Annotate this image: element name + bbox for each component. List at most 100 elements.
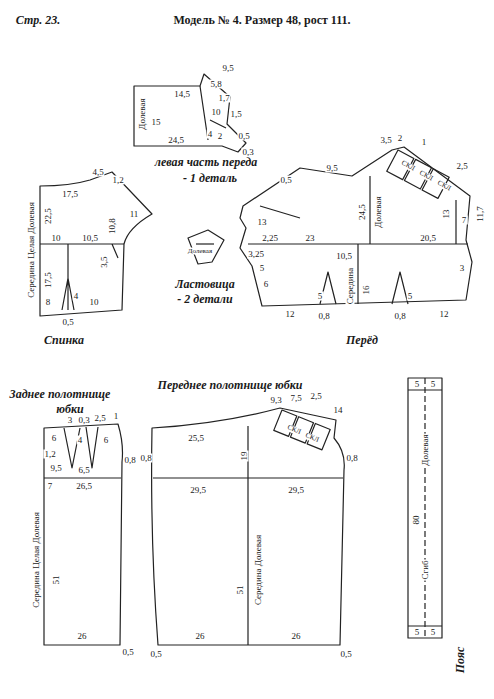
dimension-label: 0,5: [121, 648, 134, 657]
dimension-label: 17,5: [44, 271, 53, 289]
piece-name: Стр. 23.: [15, 14, 62, 26]
dimension-label: 12: [285, 310, 296, 319]
dimension-label: 5,8: [209, 80, 222, 89]
dimension-label: Долевая: [187, 248, 213, 255]
dimension-label: 7: [461, 216, 468, 225]
dimension-label: 6: [263, 280, 270, 289]
dimension-label: Долевая: [374, 195, 383, 228]
dimension-label: 6: [51, 434, 58, 443]
dimension-label: Середина Целая Долевая: [32, 511, 41, 609]
dimension-label: Долевая: [421, 433, 430, 466]
dimension-label: 3,25: [247, 250, 265, 259]
dimension-label: 0,5: [339, 650, 352, 659]
dimension-label: 8: [45, 298, 52, 307]
dimension-label: 12: [439, 310, 450, 319]
dimension-label: 26: [77, 632, 88, 641]
dimension-label: 0,8: [139, 454, 152, 463]
dimension-label: 0,5: [237, 132, 250, 141]
piece-name: юбки: [55, 403, 84, 415]
dimension-label: 2,25: [261, 234, 279, 243]
piece-name: Ластовица: [174, 278, 235, 290]
dimension-label: 26: [291, 632, 302, 641]
dimension-label: 9,3: [269, 396, 282, 405]
dimension-label: 29,5: [189, 486, 207, 495]
dimension-label: 5: [407, 292, 414, 301]
dimension-label: 5: [430, 628, 437, 637]
dimension-label: 0,3: [77, 416, 90, 425]
dimension-label: 6: [103, 436, 110, 445]
dimension-label: 10: [51, 234, 62, 243]
piece-name: Спинка: [43, 334, 85, 346]
dimension-label: Середина Целая Долевая: [27, 201, 36, 299]
dimension-label: 1,2: [43, 450, 56, 459]
dimension-label: 2,5: [309, 392, 322, 401]
dimension-label: 0,5: [279, 176, 292, 185]
dimension-label: 23: [305, 234, 316, 243]
dimension-label: 13: [257, 218, 268, 227]
dimension-label: 9,5: [221, 64, 234, 73]
dimension-label: 2: [217, 132, 224, 141]
dimension-label: 0,5: [61, 318, 74, 327]
dimension-label: 6,5: [77, 466, 90, 475]
dimension-label: 10: [89, 298, 100, 307]
dimension-label: Середина Долевая: [254, 534, 263, 606]
dimension-label: 1: [421, 138, 428, 147]
piece-name: Заднее полотнище: [9, 388, 112, 400]
dimension-label: 14,5: [173, 90, 191, 99]
dimension-label: 10: [211, 108, 222, 117]
dimension-label: 13: [442, 209, 451, 220]
dimension-label: 5: [259, 264, 266, 273]
dimension-label: 7: [47, 482, 54, 491]
dimension-label: 29,5: [287, 486, 305, 495]
dimension-label: 11,7: [476, 205, 485, 222]
dimension-label: 0,8: [393, 312, 406, 321]
dimension-label: 26: [195, 632, 206, 641]
dimension-label: 51: [52, 575, 61, 586]
dimension-label: 10,5: [81, 234, 99, 243]
dimension-label: 3,5: [100, 255, 109, 268]
piece-name: - 2 детали: [176, 293, 233, 305]
dimension-label: 11: [129, 210, 140, 219]
dimension-label: Сгиб: [421, 559, 430, 580]
dimension-label: 10,5: [335, 252, 353, 261]
dimension-label: 10,8: [108, 217, 117, 235]
dimension-label: 14: [333, 406, 344, 415]
dimension-label: Середина: [346, 267, 355, 306]
dimension-label: 5: [414, 380, 421, 389]
piece-name: Переднее полотнище юбки: [157, 379, 304, 391]
dimension-label: 5: [317, 292, 324, 301]
dimension-label: 19: [240, 451, 249, 462]
piece-name: Пояс: [454, 646, 466, 675]
dimension-label: 5: [430, 380, 437, 389]
dimension-label: 2,5: [93, 414, 106, 423]
dimension-label: 1,2: [111, 176, 124, 185]
dimension-label: 15: [151, 118, 162, 127]
dimension-label: 2: [397, 134, 404, 143]
dimension-label: 4: [73, 292, 80, 301]
dimension-label: 4: [207, 130, 214, 139]
dimension-label: 4,5: [91, 168, 104, 177]
dimension-label: 0,8: [317, 312, 330, 321]
dimension-label: 51: [236, 585, 245, 596]
dimension-label: 25,5: [187, 434, 205, 443]
dimension-label: 0,5: [149, 650, 162, 659]
dimension-label: Долевая: [138, 97, 147, 130]
dimension-label: 3,5: [379, 136, 392, 145]
dimension-label: 0,8: [345, 454, 358, 463]
dimension-label: 9,5: [325, 164, 338, 173]
dimension-label: 17,5: [61, 190, 79, 199]
dimension-label: 3: [459, 264, 466, 273]
page-title: Модель № 4. Размер 48, рост 111.: [172, 14, 351, 26]
dimension-label: 24,5: [167, 136, 185, 145]
dimension-label: 7,5: [289, 394, 302, 403]
dimension-label: 5: [414, 628, 421, 637]
piece-name: Перёд: [345, 334, 379, 346]
dimension-label: 16: [362, 285, 371, 296]
dimension-label: 20,5: [419, 234, 437, 243]
dimension-label: 0,8: [123, 456, 136, 465]
dimension-label: 1,7: [217, 94, 230, 103]
dimension-label: 9,5: [49, 464, 62, 473]
dimension-label: 1,5: [229, 110, 242, 119]
